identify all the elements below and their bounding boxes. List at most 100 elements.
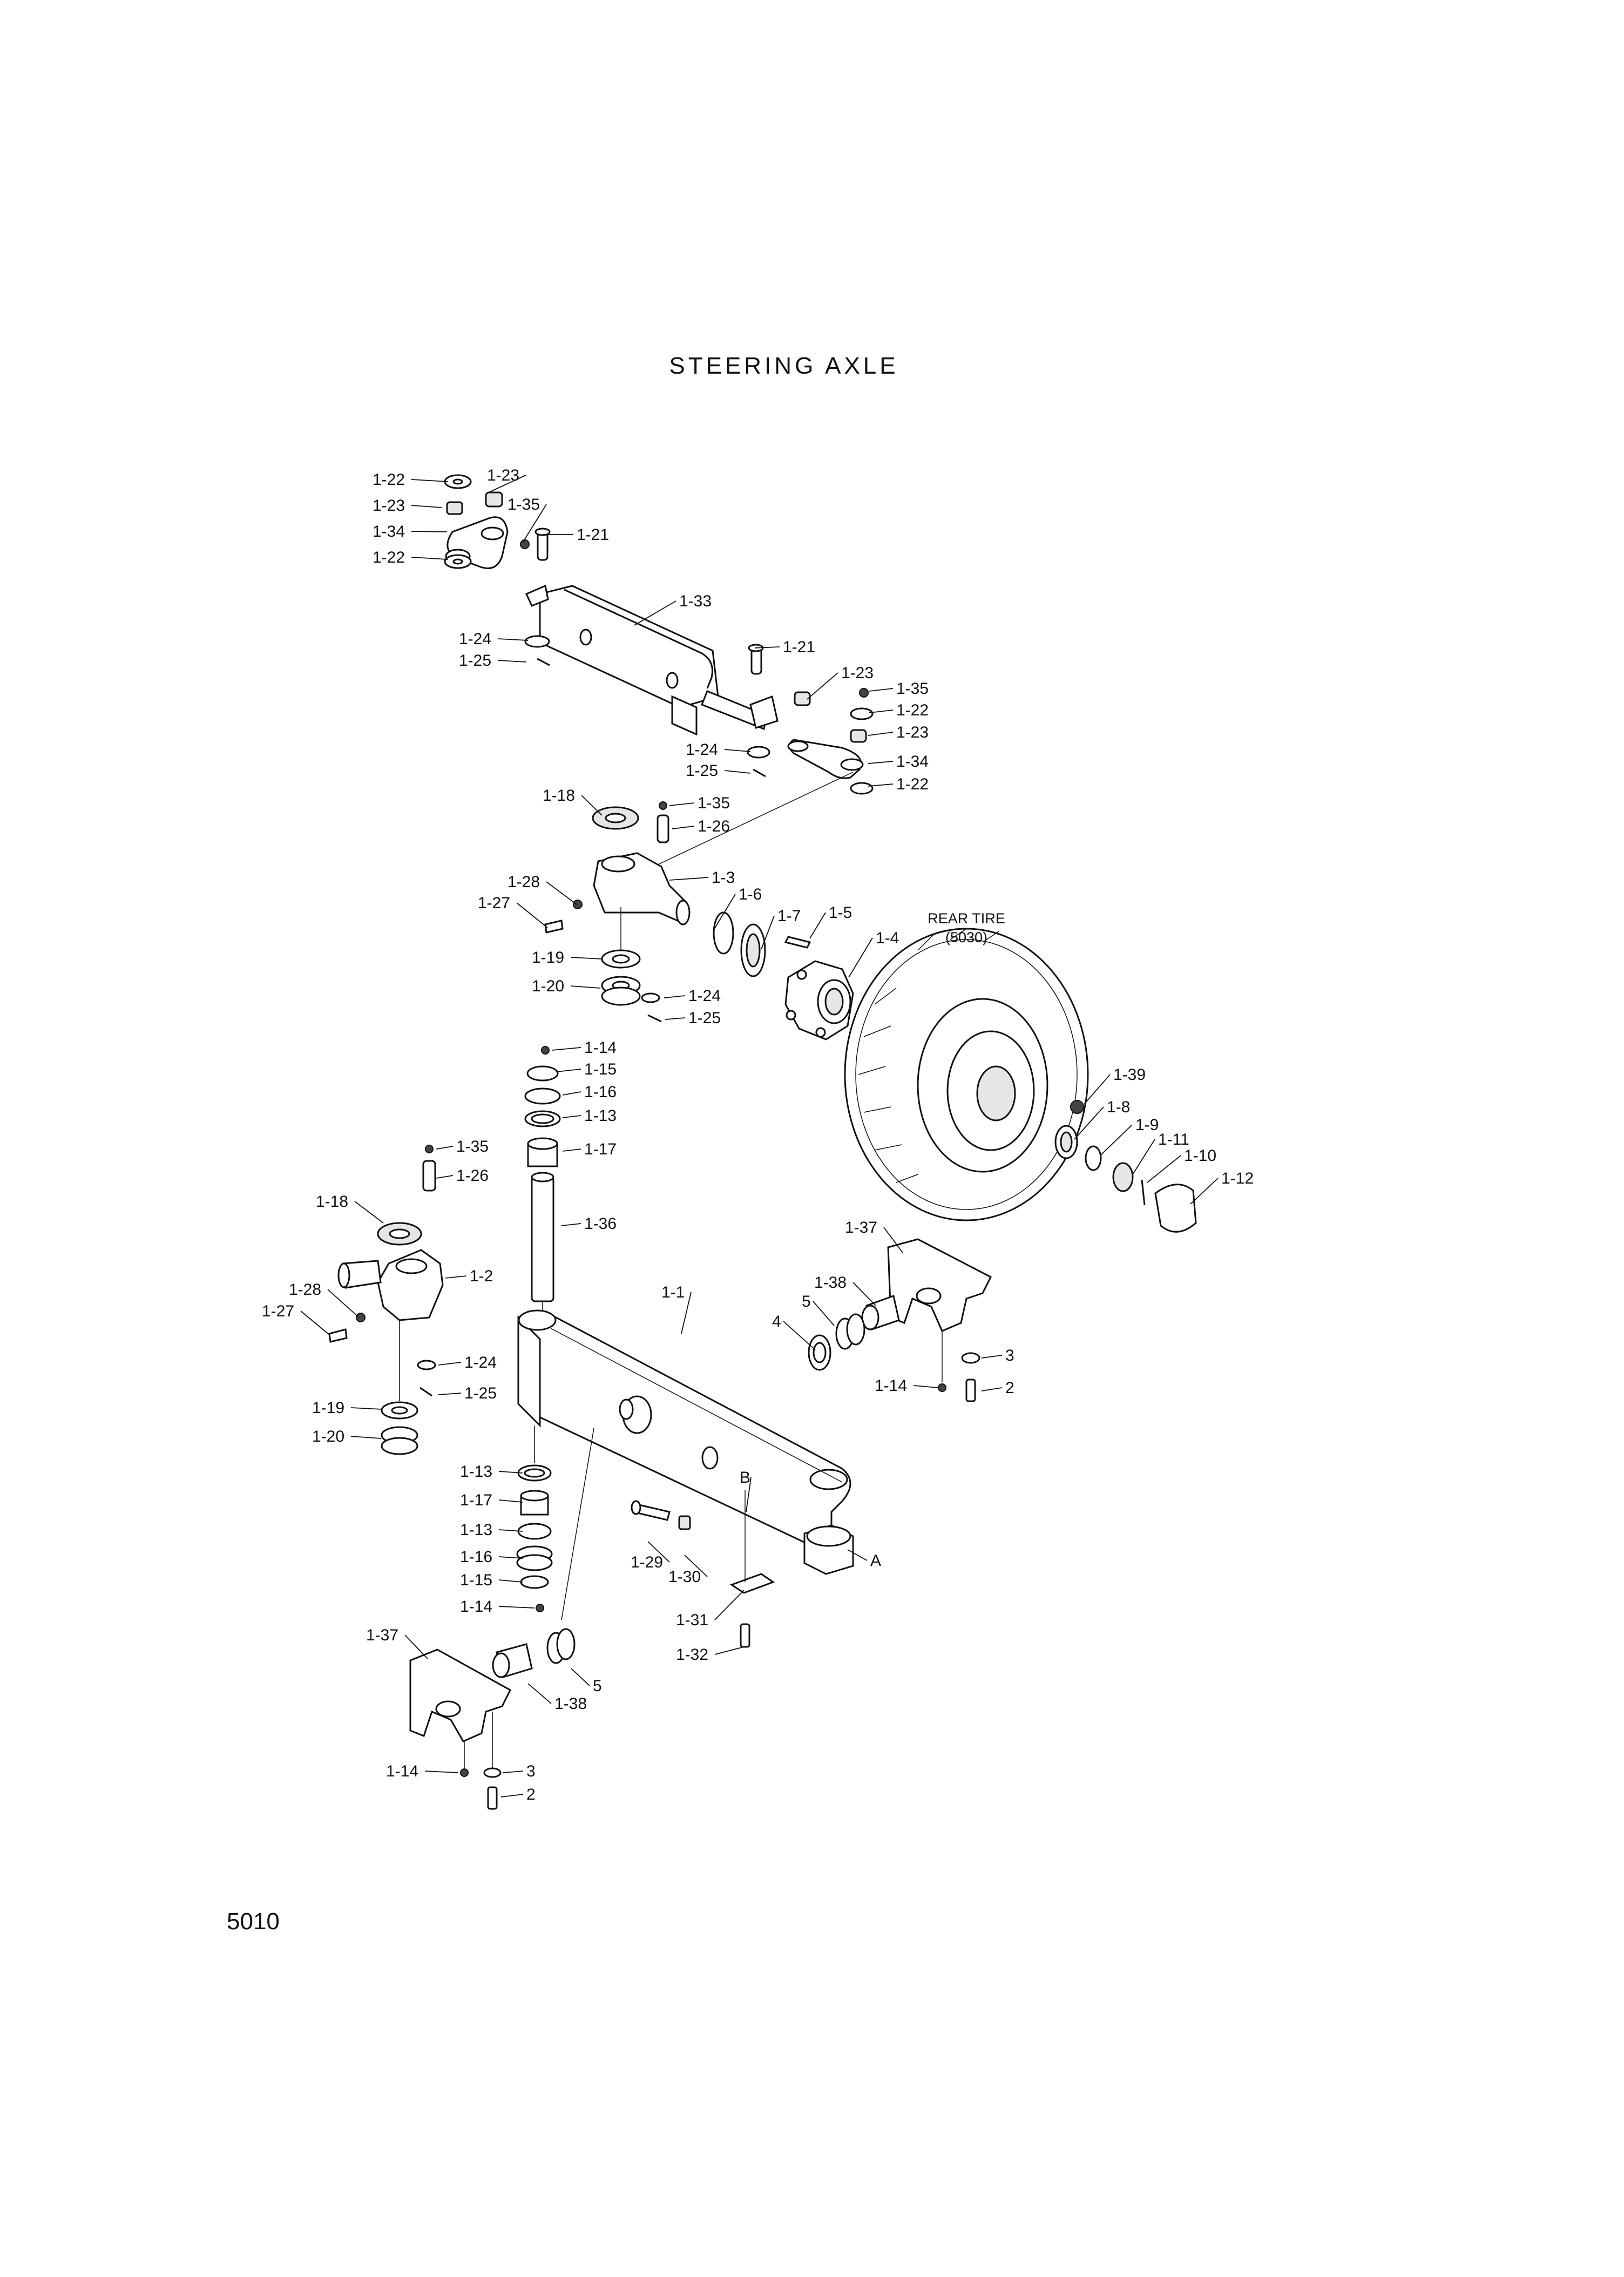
washer-1-24 [747, 746, 770, 759]
washer-1-20 [381, 1437, 418, 1455]
leader-line [488, 475, 526, 493]
rear-tire-label: REAR TIRE [928, 910, 1005, 927]
seal-hole [524, 1468, 545, 1478]
center-fasteners [631, 1490, 775, 1648]
washer-1-20 [601, 987, 641, 1006]
part-number-label: A [870, 1552, 881, 1570]
callout-c-1-10: 1-10 [1147, 1147, 1216, 1183]
leader-line [445, 1275, 467, 1279]
callout-c-1-32: 1-32 [676, 1646, 745, 1664]
part-number-label: 1-11 [1158, 1131, 1189, 1148]
snap-ring-1-15 [526, 1065, 559, 1082]
callout-c-1-34-b: 1-34 [868, 753, 929, 771]
part-number-label: 1-34 [373, 523, 405, 540]
callout-c-a: A [847, 1549, 881, 1570]
leader-line [913, 1385, 939, 1388]
part-number-label: 1-25 [688, 1009, 721, 1027]
callout-c-1-18-b: 1-18 [316, 1193, 384, 1224]
callout-c-1-36: 1-36 [561, 1215, 617, 1233]
callout-c-1-9: 1-9 [1100, 1116, 1159, 1156]
hub-bore-inner [824, 988, 844, 1016]
part-number-label: 1-35 [896, 680, 929, 698]
callout-c-1-20-b: 1-20 [312, 1428, 382, 1445]
callout-c-1-15-a: 1-15 [556, 1060, 617, 1078]
callout-c-3-a: 3 [981, 1347, 1014, 1364]
beam-boss-top [806, 1525, 851, 1547]
part-number-label: 2 [1005, 1379, 1014, 1397]
callout-c-1-22-a: 1-22 [373, 471, 449, 489]
bushing-1-23 [446, 501, 463, 515]
spindle-end [675, 900, 691, 925]
bolt-head [631, 1500, 641, 1515]
washer-1-24 [417, 1360, 436, 1370]
beam-bore-left [518, 1309, 557, 1331]
callout-c-1-23-d: 1-23 [868, 724, 929, 741]
part-number-label: 1-13 [460, 1463, 492, 1481]
leader-line [562, 1091, 581, 1096]
part-number-label: 1-9 [1135, 1116, 1159, 1134]
leader-line [634, 600, 676, 626]
leader-line [498, 1499, 523, 1503]
leader-line [350, 1407, 383, 1410]
leader-line [498, 1579, 523, 1583]
leader-line [714, 1590, 745, 1620]
castle-nut-1-11 [1112, 1162, 1134, 1192]
cotter-pin-1-10 [1141, 1179, 1146, 1206]
leader-line [664, 995, 686, 998]
part-number-label: 1-19 [532, 949, 564, 967]
callout-c-1-37-a: 1-37 [845, 1219, 903, 1253]
part-number-label: 1-7 [777, 907, 801, 925]
callout-c-5-b: 5 [571, 1668, 602, 1695]
part-number-label: 1-28 [508, 873, 540, 891]
upper-knuckle-assembly [544, 801, 811, 1023]
callout-c-1-35-c: 1-35 [669, 794, 730, 812]
diagram-title: STEERING AXLE [669, 353, 898, 379]
leader-line [1147, 1155, 1181, 1183]
callout-c-1-35-a: 1-35 [508, 496, 547, 543]
leader-line [883, 1227, 903, 1253]
callout-c-1-19-b: 1-19 [312, 1399, 383, 1417]
callout-c-1-20-a: 1-20 [532, 977, 601, 995]
grease-nipple-1-35 [659, 801, 667, 810]
part-number-label: 1-21 [577, 526, 609, 544]
leader-line [746, 1477, 752, 1512]
callout-c-5-a: 5 [802, 1293, 835, 1326]
callout-c-4: 4 [772, 1313, 816, 1350]
washer-1-9 [1085, 1145, 1102, 1171]
callout-c-1-17-a: 1-17 [562, 1140, 617, 1158]
part-number-label: 1-20 [532, 977, 564, 995]
leader-line [411, 557, 449, 560]
bolt-2 [965, 1379, 976, 1402]
part-number-label: 1-17 [584, 1140, 617, 1158]
callout-c-1-35-d: 1-35 [436, 1138, 489, 1156]
callout-c-1-25-a: 1-25 [459, 652, 527, 670]
callout-c-1-7: 1-7 [761, 907, 801, 950]
leader-line [754, 646, 780, 648]
part-number-label: 1-25 [464, 1384, 497, 1402]
callout-c-1-24-d: 1-24 [438, 1354, 497, 1371]
lock-plate-1-31 [729, 1573, 775, 1594]
leader-line [783, 1321, 816, 1350]
part-number-label: 1-23 [487, 467, 519, 484]
rear-tire [844, 928, 1089, 1221]
part-number-label: 1-3 [712, 869, 735, 887]
washer-hole [391, 1406, 408, 1415]
seal-hole [531, 1113, 554, 1124]
part-number-label: 1-35 [508, 496, 540, 513]
rim-hub-hole [976, 1065, 1016, 1121]
part-number-label: 1-38 [554, 1695, 587, 1713]
callout-c-1-22-c: 1-22 [869, 701, 929, 719]
callout-c-1-25-b: 1-25 [686, 762, 751, 780]
beam-bore-right [809, 1469, 848, 1490]
part-number-label: 2 [526, 1786, 536, 1803]
leader-line [1084, 1074, 1111, 1105]
part-number-label: 1-31 [676, 1611, 708, 1629]
beam-hole [619, 1398, 634, 1420]
bushing-1-23 [794, 691, 811, 706]
callout-c-1-13-b: 1-13 [460, 1463, 523, 1481]
leader-line [1074, 1106, 1104, 1140]
part-number-label: 1-37 [845, 1219, 877, 1237]
cylinder-mount-block [671, 695, 698, 736]
